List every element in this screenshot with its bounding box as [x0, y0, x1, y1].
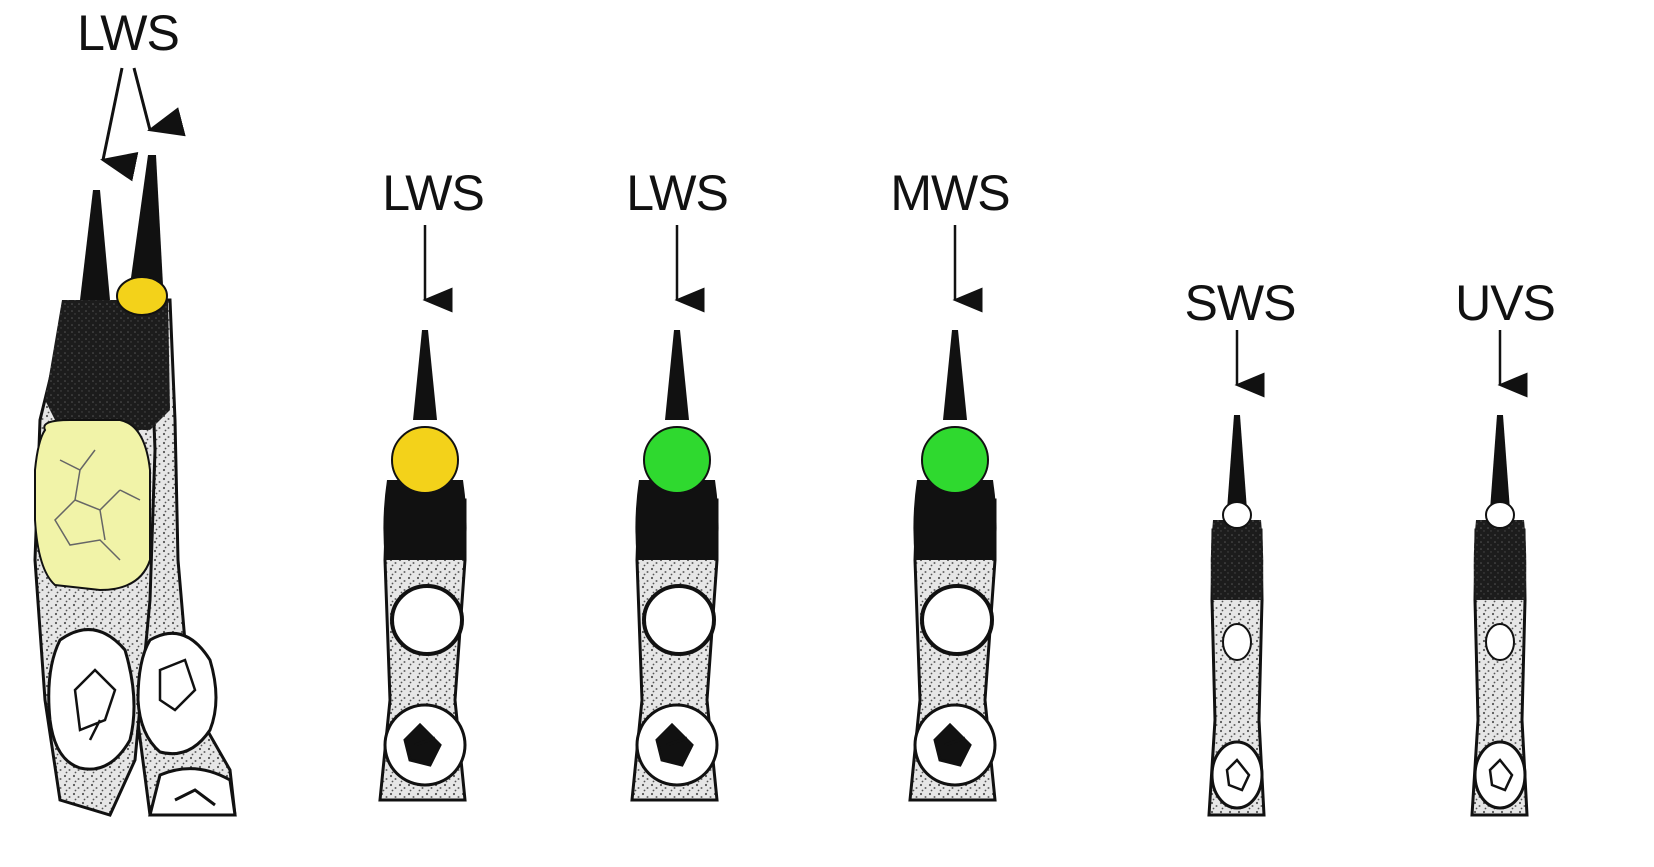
cone-4-outer-segment: [1227, 415, 1247, 510]
cone-4-label: SWS: [1185, 275, 1296, 331]
cone-4-clear-droplet: [1222, 501, 1252, 529]
cone-4-nucleus: [1210, 740, 1264, 810]
cone-1-ellipsoid: [383, 480, 467, 560]
cone-5-ellipsoid: [1473, 520, 1527, 600]
double-cone-yellow-droplet: [116, 276, 168, 316]
cone-5-clear-droplet: [1485, 501, 1515, 529]
double-cone: LWS: [33, 5, 237, 817]
double-cone-pale-droplet: [34, 419, 151, 592]
cone-2-green-droplet: [643, 426, 711, 494]
single-cone-sws: SWS: [1185, 275, 1296, 817]
double-cone-nucleus-left: [47, 628, 136, 771]
cone-1-outer-segment: [413, 330, 437, 420]
double-cone-arrow-right: [132, 67, 186, 137]
single-cone-lws-green: LWS: [626, 165, 729, 802]
cone-5-vacuole: [1485, 623, 1515, 661]
cone-3-label: MWS: [890, 165, 1009, 221]
double-cone-nucleus-right: [136, 631, 218, 756]
cone-1-vacuole: [390, 584, 464, 656]
cone-5-label: UVS: [1455, 275, 1555, 331]
cone-2-ellipsoid: [635, 480, 719, 560]
double-cone-outer-segment-right: [130, 155, 163, 285]
double-cone-arrow-left: [100, 67, 139, 182]
double-cone-label: LWS: [77, 5, 179, 61]
cone-5-outer-segment: [1490, 415, 1510, 510]
double-cone-outer-segment-left: [80, 190, 110, 300]
double-cone-ellipsoid: [45, 300, 170, 430]
cone-3-green-droplet: [921, 426, 989, 494]
cone-3-outer-segment: [943, 330, 967, 420]
single-cone-lws-yellow: LWS: [378, 165, 485, 802]
cone-1-label: LWS: [382, 165, 484, 221]
cone-4-ellipsoid: [1210, 520, 1264, 600]
cone-4-vacuole: [1222, 623, 1252, 661]
cone-3-vacuole: [920, 584, 994, 656]
single-cone-mws-green: MWS: [890, 165, 1011, 802]
cone-2-outer-segment: [665, 330, 689, 420]
cone-5-nucleus: [1473, 740, 1527, 810]
cone-3-ellipsoid: [913, 480, 997, 560]
single-cone-uvs: UVS: [1455, 275, 1556, 817]
cone-2-label: LWS: [626, 165, 728, 221]
cone-2-vacuole: [642, 584, 716, 656]
cone-1-yellow-droplet: [391, 426, 459, 494]
